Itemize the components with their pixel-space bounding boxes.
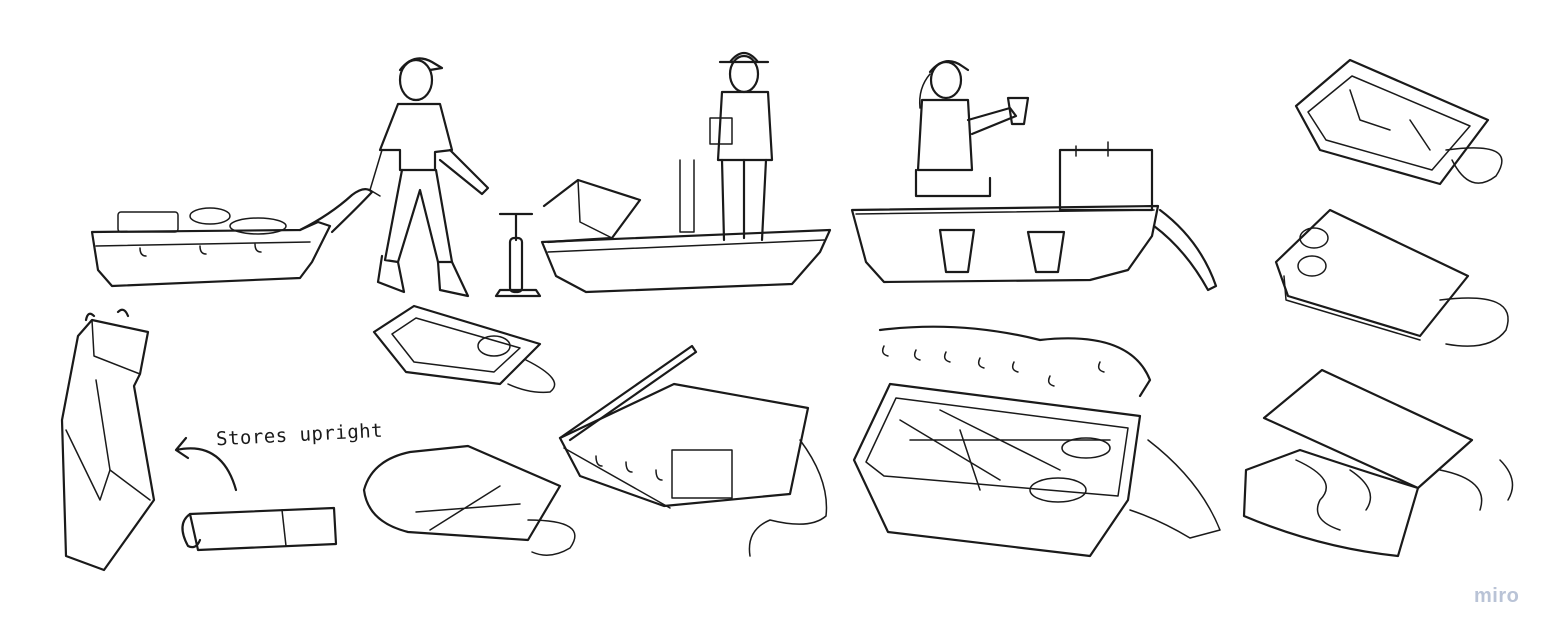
seated-figure-boat-sketch: [850, 60, 1218, 292]
hiker-figure-sketch: [369, 57, 490, 298]
folding-pack-sketch: [1242, 368, 1514, 558]
crate-with-gear-sketch: [852, 325, 1221, 558]
small-sled-sketch: [372, 304, 556, 394]
folded-case-sketch: [362, 444, 576, 556]
hinged-box-open-sketch: [558, 344, 828, 557]
open-boat-with-standing-figure-sketch: [540, 51, 832, 294]
sled-with-gear-sketch: [90, 188, 374, 288]
flat-folded-sleeve-sketch: [181, 506, 338, 552]
hand-pump-sketch: [494, 212, 542, 298]
storage-arrow: [174, 436, 238, 492]
sled-top-view-sketch: [1294, 58, 1503, 186]
miro-watermark: miro: [1474, 585, 1520, 607]
tray-with-cup-holders-sketch: [1274, 208, 1509, 347]
upright-stored-bag-sketch: [60, 308, 156, 572]
